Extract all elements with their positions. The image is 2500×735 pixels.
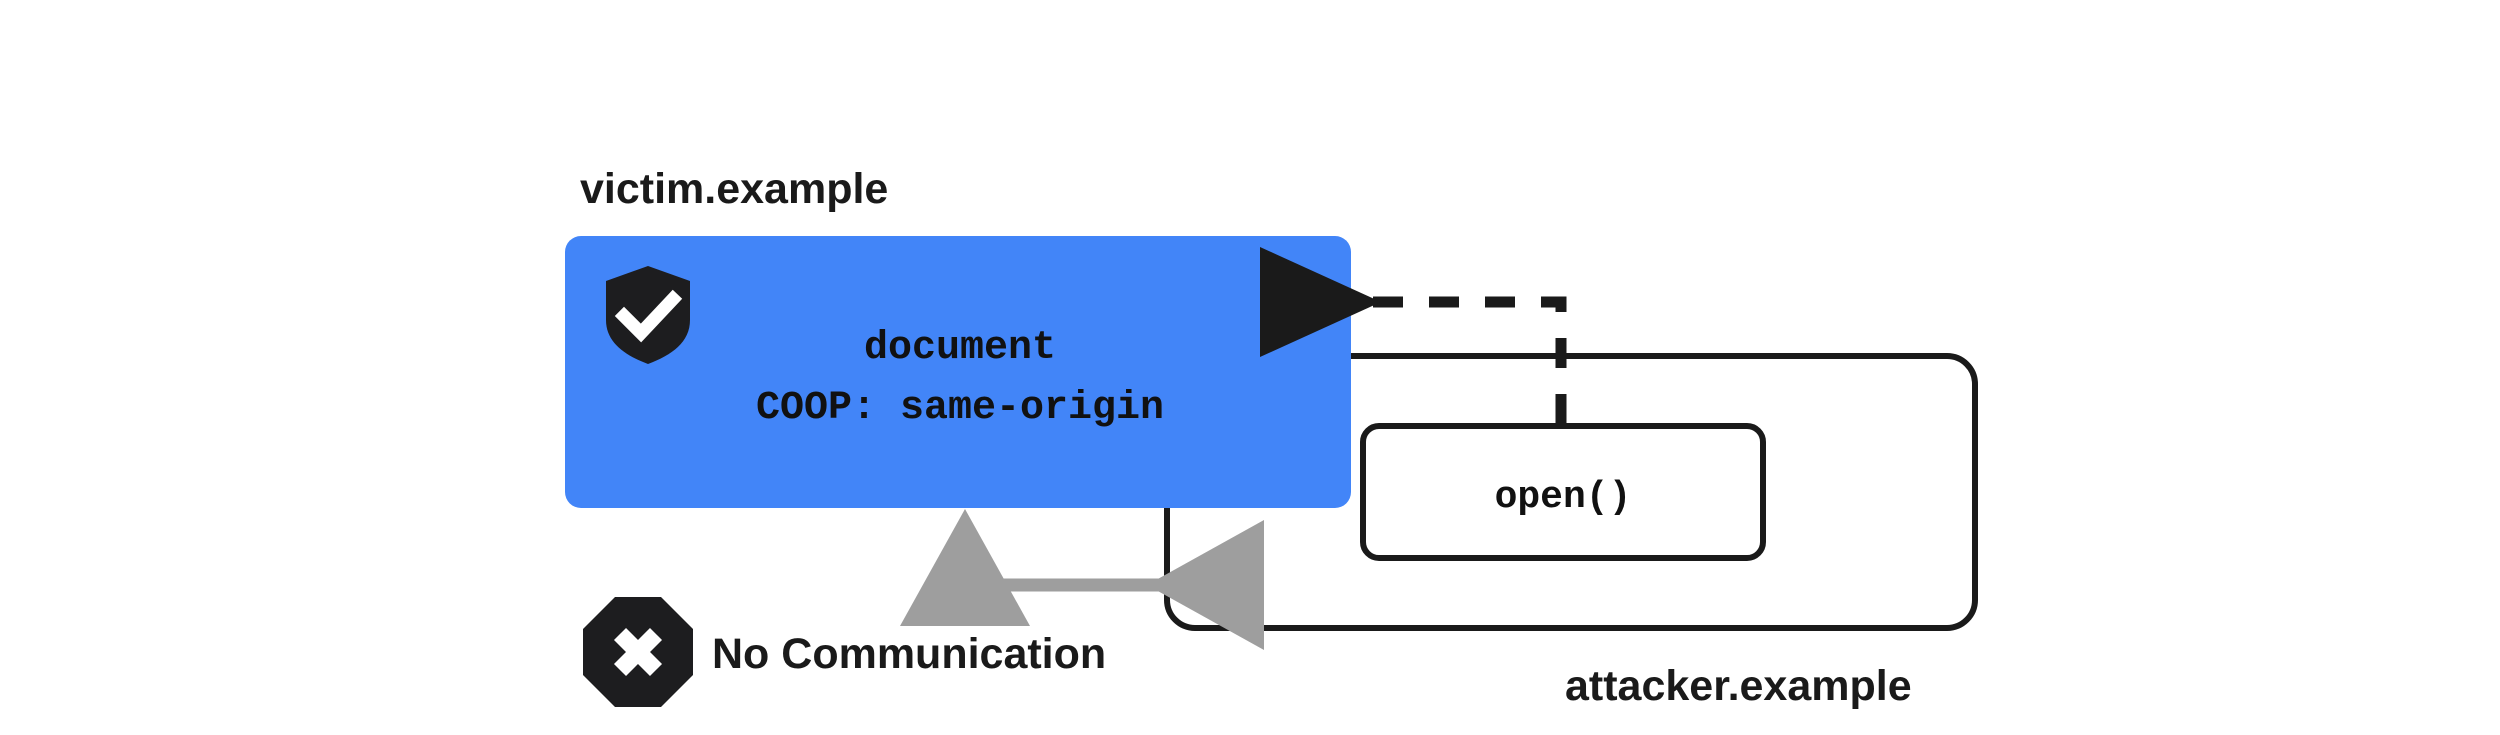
victim-document-box [565, 236, 1351, 508]
victim-coop-header: COOP: same-origin [756, 386, 1164, 431]
open-call-box [1360, 423, 1766, 561]
shield-check-icon [606, 266, 690, 364]
octagon-x-icon [583, 597, 693, 707]
victim-document-title: document [864, 326, 1056, 371]
attacker-origin-label: attacker.example [1565, 662, 1912, 710]
no-communication-arrow [900, 509, 1264, 650]
no-communication-label: No Communication [712, 630, 1106, 678]
open-call-label: open() [1495, 476, 1632, 519]
victim-origin-label: victim.example [580, 165, 888, 213]
open-dashed-arrow [1260, 247, 1567, 424]
